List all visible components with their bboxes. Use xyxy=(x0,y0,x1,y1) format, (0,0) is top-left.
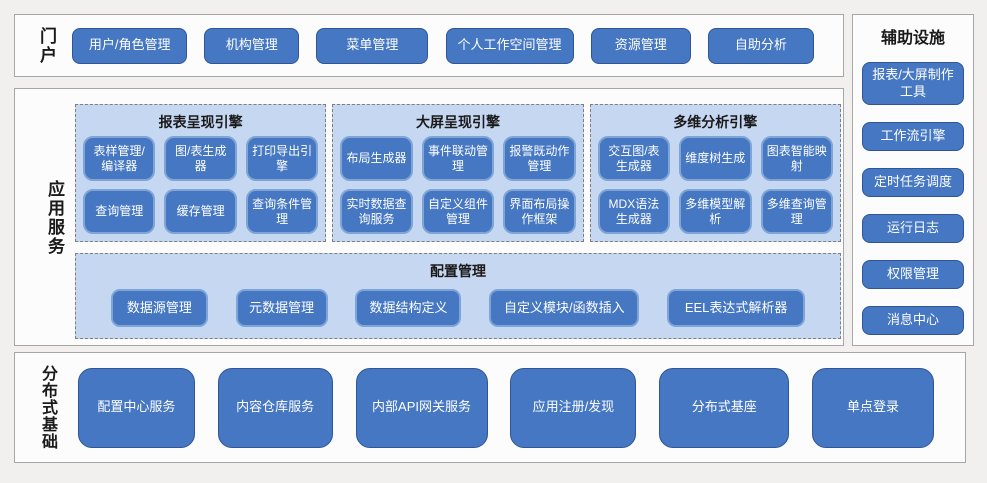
node-chart-smart-mapping: 图表智能映射 xyxy=(760,136,833,181)
node-realtime-data-query-service: 实时数据查询服务 xyxy=(340,189,413,234)
engine-row: 报表呈现引擎 表样管理/编译器 图/表生成器 打印导出引擎 查询管理 缓存管理 … xyxy=(75,104,841,242)
config-management-title: 配置管理 xyxy=(430,263,486,279)
node-report-style-compiler: 表样管理/编译器 xyxy=(83,136,156,181)
node-internal-api-gateway-service: 内部API网关服务 xyxy=(355,367,488,448)
node-multidim-model-parsing: 多维模型解析 xyxy=(679,189,752,234)
node-data-structure-definition: 数据结构定义 xyxy=(355,289,462,327)
portal-section-label: 门户 xyxy=(37,26,56,65)
node-organization-management: 机构管理 xyxy=(204,27,300,64)
node-multidim-query-management: 多维查询管理 xyxy=(760,189,833,234)
node-metadata-management: 元数据管理 xyxy=(235,289,328,327)
node-event-linkage-management: 事件联动管理 xyxy=(421,136,495,181)
node-message-center: 消息中心 xyxy=(862,306,964,335)
node-workflow-engine: 工作流引擎 xyxy=(862,122,964,151)
node-single-sign-on: 单点登录 xyxy=(812,367,935,448)
node-interactive-chart-generator: 交互图/表生成器 xyxy=(597,136,671,181)
node-permission-management: 权限管理 xyxy=(862,260,964,289)
node-custom-component-management: 自定义组件管理 xyxy=(421,189,495,234)
app-services-section: 应用服务 报表呈现引擎 表样管理/编译器 图/表生成器 打印导出引擎 查询管理 … xyxy=(14,88,844,346)
app-services-section-label: 应用服务 xyxy=(45,180,64,256)
foundation-section-label: 分布式基础 xyxy=(39,365,56,450)
node-alarm-action-management: 报警既动作管理 xyxy=(503,136,576,181)
node-distributed-base: 分布式基座 xyxy=(659,367,790,448)
dashboard-engine-grid: 布局生成器 事件联动管理 报警既动作管理 实时数据查询服务 自定义组件管理 界面… xyxy=(340,136,576,234)
olap-engine-panel: 多维分析引擎 交互图/表生成器 维度树生成 图表智能映射 MDX语法生成器 多维… xyxy=(589,104,841,242)
node-query-condition-management: 查询条件管理 xyxy=(245,189,319,234)
config-management-panel: 配置管理 数据源管理 元数据管理 数据结构定义 自定义模块/函数插入 EEL表达… xyxy=(75,253,841,339)
auxiliary-items: 报表/大屏制作工具 工作流引擎 定时任务调度 运行日志 权限管理 消息中心 xyxy=(862,62,964,335)
node-chart-table-generator: 图/表生成器 xyxy=(164,136,237,181)
report-engine-panel: 报表呈现引擎 表样管理/编译器 图/表生成器 打印导出引擎 查询管理 缓存管理 … xyxy=(75,104,327,242)
node-scheduled-task-dispatch: 定时任务调度 xyxy=(862,168,964,197)
auxiliary-section: 辅助设施 报表/大屏制作工具 工作流引擎 定时任务调度 运行日志 权限管理 消息… xyxy=(852,14,974,346)
node-datasource-management: 数据源管理 xyxy=(110,289,208,327)
node-app-registration-discovery: 应用注册/发现 xyxy=(510,367,637,448)
node-cache-management: 缓存管理 xyxy=(164,189,237,234)
node-personal-workspace-management: 个人工作空间管理 xyxy=(445,27,574,64)
foundation-items: 配置中心服务 内容仓库服务 内部API网关服务 应用注册/发现 分布式基座 单点… xyxy=(55,367,957,448)
node-layout-generator: 布局生成器 xyxy=(340,136,413,181)
node-self-service-analysis: 自助分析 xyxy=(707,27,814,64)
dashboard-engine-panel: 大屏呈现引擎 布局生成器 事件联动管理 报警既动作管理 实时数据查询服务 自定义… xyxy=(332,104,584,242)
config-items: 数据源管理 元数据管理 数据结构定义 自定义模块/函数插入 EEL表达式解析器 xyxy=(83,285,833,331)
portal-items: 用户/角色管理 机构管理 菜单管理 个人工作空间管理 资源管理 自助分析 xyxy=(55,27,831,64)
node-run-log: 运行日志 xyxy=(862,214,964,243)
node-ui-layout-operation-framework: 界面布局操作框架 xyxy=(503,189,576,234)
app-services-content: 报表呈现引擎 表样管理/编译器 图/表生成器 打印导出引擎 查询管理 缓存管理 … xyxy=(63,97,841,339)
node-query-management: 查询管理 xyxy=(83,189,156,234)
node-dimension-tree-generation: 维度树生成 xyxy=(679,136,752,181)
report-engine-title: 报表呈现引擎 xyxy=(158,114,243,130)
node-custom-module-function-insert: 自定义模块/函数插入 xyxy=(489,289,640,327)
node-report-dashboard-authoring-tool: 报表/大屏制作工具 xyxy=(862,62,964,105)
foundation-section: 分布式基础 配置中心服务 内容仓库服务 内部API网关服务 应用注册/发现 分布… xyxy=(14,352,966,463)
olap-engine-title: 多维分析引擎 xyxy=(673,114,758,130)
node-menu-management: 菜单管理 xyxy=(316,27,429,64)
olap-engine-grid: 交互图/表生成器 维度树生成 图表智能映射 MDX语法生成器 多维模型解析 多维… xyxy=(597,136,833,234)
node-resource-management: 资源管理 xyxy=(590,27,691,64)
node-user-role-management: 用户/角色管理 xyxy=(72,27,188,64)
dashboard-engine-title: 大屏呈现引擎 xyxy=(415,114,500,130)
node-mdx-syntax-generator: MDX语法生成器 xyxy=(597,189,671,234)
node-content-repository-service: 内容仓库服务 xyxy=(217,367,333,448)
report-engine-grid: 表样管理/编译器 图/表生成器 打印导出引擎 查询管理 缓存管理 查询条件管理 xyxy=(83,136,319,234)
node-eel-expression-parser: EEL表达式解析器 xyxy=(667,289,806,327)
portal-section: 门户 用户/角色管理 机构管理 菜单管理 个人工作空间管理 资源管理 自助分析 xyxy=(14,14,844,77)
node-config-center-service: 配置中心服务 xyxy=(77,367,195,448)
node-print-export-engine: 打印导出引擎 xyxy=(245,136,319,181)
auxiliary-section-title: 辅助设施 xyxy=(880,30,945,47)
